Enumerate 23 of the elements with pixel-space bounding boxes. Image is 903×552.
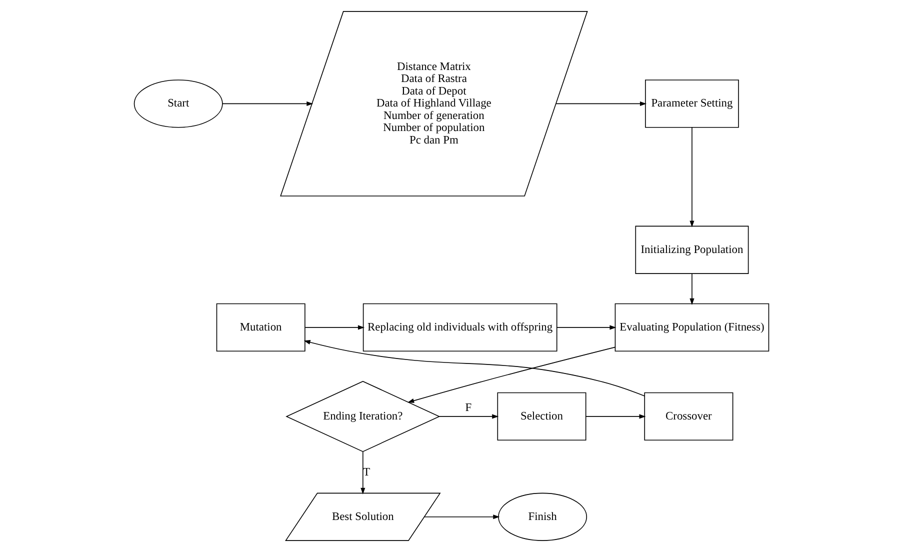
arrow: [408, 346, 616, 403]
node-box: Replacing old individuals with offspring: [362, 303, 558, 352]
arrow: [304, 325, 365, 330]
node-box: Mutation: [216, 303, 306, 352]
node-box: Evaluating Population (Fitness): [614, 303, 770, 352]
arrow: [438, 414, 499, 419]
node-ellipse: Finish: [498, 492, 588, 541]
arrow: [586, 414, 646, 419]
arrow: [424, 514, 500, 520]
node-box: Crossover: [644, 392, 734, 441]
arrow: [556, 325, 616, 330]
node-box: Parameter Setting: [645, 80, 739, 128]
arrow: [360, 451, 366, 494]
arrow: [304, 340, 645, 396]
edge-label: F: [465, 402, 472, 414]
node-box: Selection: [497, 392, 586, 441]
node-diamond: Ending Iteration?: [286, 380, 440, 452]
arrow: [222, 101, 314, 106]
arrow: [690, 127, 694, 228]
arrow: [690, 273, 694, 305]
arrow: [556, 101, 647, 106]
node-box: Initializing Population: [635, 226, 749, 274]
node-ellipse: Start: [134, 80, 223, 128]
